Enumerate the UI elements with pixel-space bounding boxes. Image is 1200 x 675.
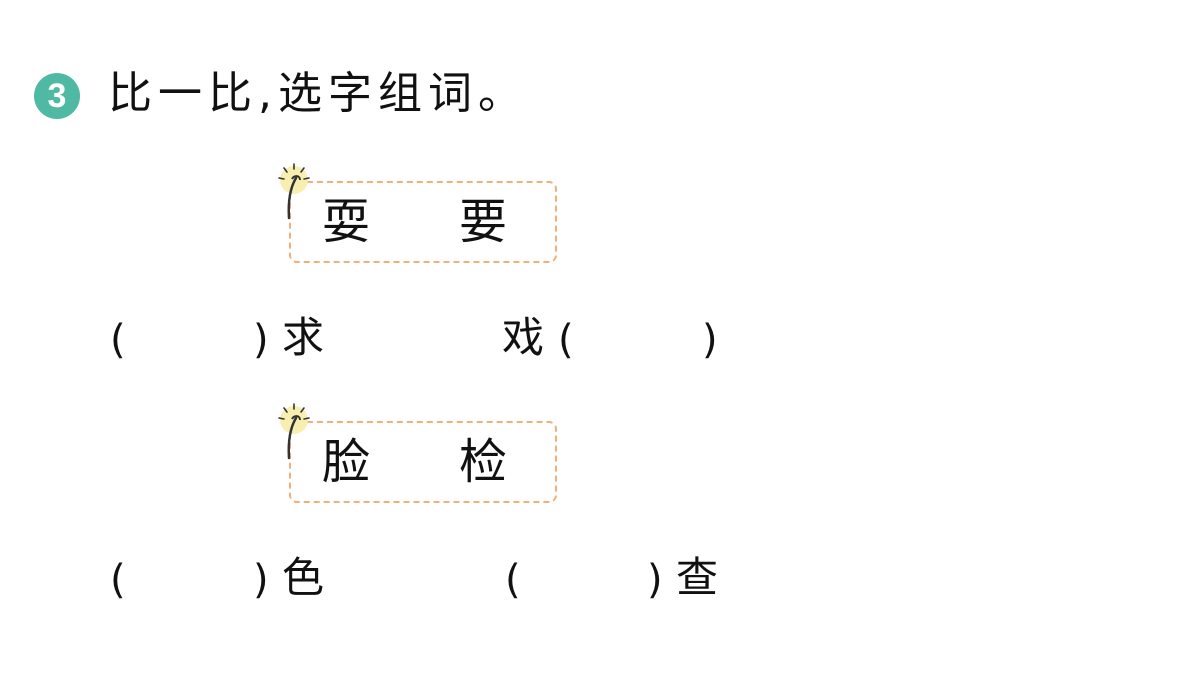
blank-suffix-char: 色	[282, 553, 325, 602]
compare-char: 要	[459, 194, 508, 250]
blank-suffix-char: 查	[676, 553, 719, 602]
question-instruction: 比一比,选字组词。	[108, 68, 528, 119]
blank-close-paren: )	[253, 317, 269, 363]
thumbtack-icon	[278, 403, 310, 460]
blank-close-paren: )	[702, 317, 718, 363]
char-compare-box-2: 脸 检	[289, 421, 557, 503]
compare-char: 耍	[322, 194, 371, 250]
blank-close-paren: )	[647, 557, 663, 603]
blank-close-paren: )	[253, 557, 269, 603]
blank-open-paren: (	[110, 317, 126, 363]
blank-open-paren: (	[110, 557, 126, 603]
char-compare-box-1: 耍 要	[289, 181, 557, 263]
blank-prefix-char: 戏	[502, 313, 545, 362]
blank-open-paren: (	[505, 557, 521, 603]
compare-char: 检	[459, 434, 508, 490]
blank-suffix-char: 求	[282, 313, 325, 362]
blank-open-paren: (	[558, 317, 574, 363]
thumbtack-icon	[278, 163, 310, 220]
compare-char: 脸	[322, 434, 371, 490]
question-number-badge: 3	[34, 73, 80, 119]
